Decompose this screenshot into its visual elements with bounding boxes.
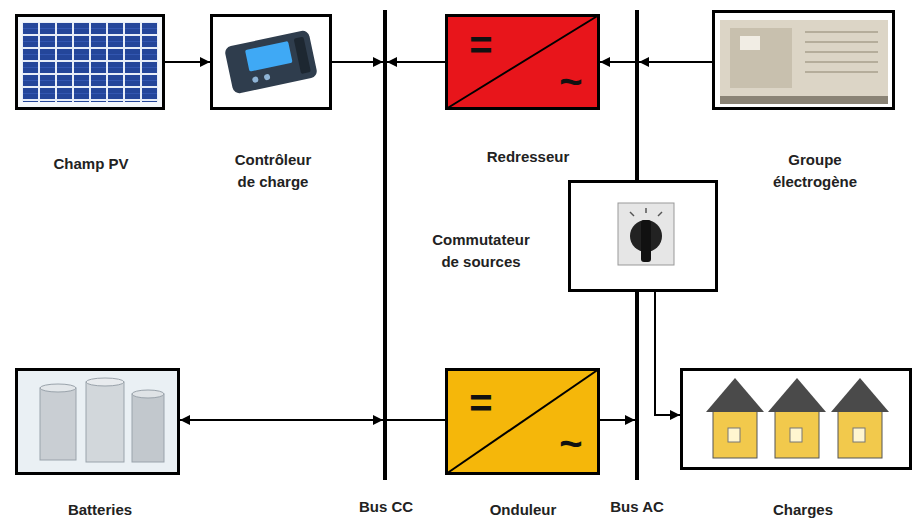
charge-controller-picture [224,30,318,95]
component-label: Batteries [68,501,132,518]
label-holder: Onduleur [463,499,583,521]
symbol-holder: = [456,383,506,423]
converter-symbol: = [469,23,492,67]
component-label: Champ PV [53,155,128,172]
rectifier-fill [445,14,600,110]
inverter-box: Onduleur=~ [445,368,600,475]
component-label: Bus AC [610,498,664,515]
label-holder: Redresseur [468,146,588,168]
source-switch: Commutateur de sources [568,180,718,292]
converter-symbol: ~ [559,421,582,465]
connector-arrow [655,292,680,415]
component-label: Commutateur de sources [432,231,530,270]
connector-arrow [639,61,712,63]
batteries: Batteries [15,368,180,475]
label-holder: Contrôleur de charge [226,149,321,193]
rectifier-box: Redresseur=~ [445,14,600,110]
pv-panel [18,17,162,107]
inverter-fill [445,368,600,475]
connector-arrow [165,61,210,63]
component-label: Charges [773,501,833,518]
label-holder: Bus AC [597,496,677,518]
component-label: Redresseur [487,148,570,165]
component-label: Contrôleur de charge [235,151,312,190]
generator: Groupe électrogène [712,10,895,110]
loads: Charges [680,368,912,470]
connector-arrow [387,61,445,63]
connector-arrow [600,61,635,63]
charge-controller: Contrôleur de charge [210,14,332,110]
connector-arrow [600,419,635,421]
generator-picture [720,20,888,104]
connector-arrow [180,419,383,421]
connector-arrow [387,419,445,421]
pv-field: Champ PV [15,14,165,110]
connector-arrow [332,61,383,63]
label-holder: Commutateur de sources [422,229,540,273]
battery-picture [18,371,177,472]
label-holder: Batteries [40,499,160,521]
component-label: Bus CC [359,498,413,515]
label-holder: Groupe électrogène [760,149,870,193]
converter-symbol: = [469,381,492,425]
label-holder: Champ PV [16,153,166,175]
symbol-holder: ~ [546,423,596,463]
component-label: Groupe électrogène [773,151,857,190]
houses-picture [706,378,889,458]
label-holder: Charges [743,499,863,521]
source-switch-picture [568,180,718,292]
label-holder: Bus CC [346,496,426,518]
symbol-holder: ~ [546,61,596,101]
converter-symbol: ~ [559,59,582,103]
symbol-holder: = [456,25,506,65]
dc-bus: Bus CC [383,10,387,480]
component-label: Onduleur [490,501,557,518]
